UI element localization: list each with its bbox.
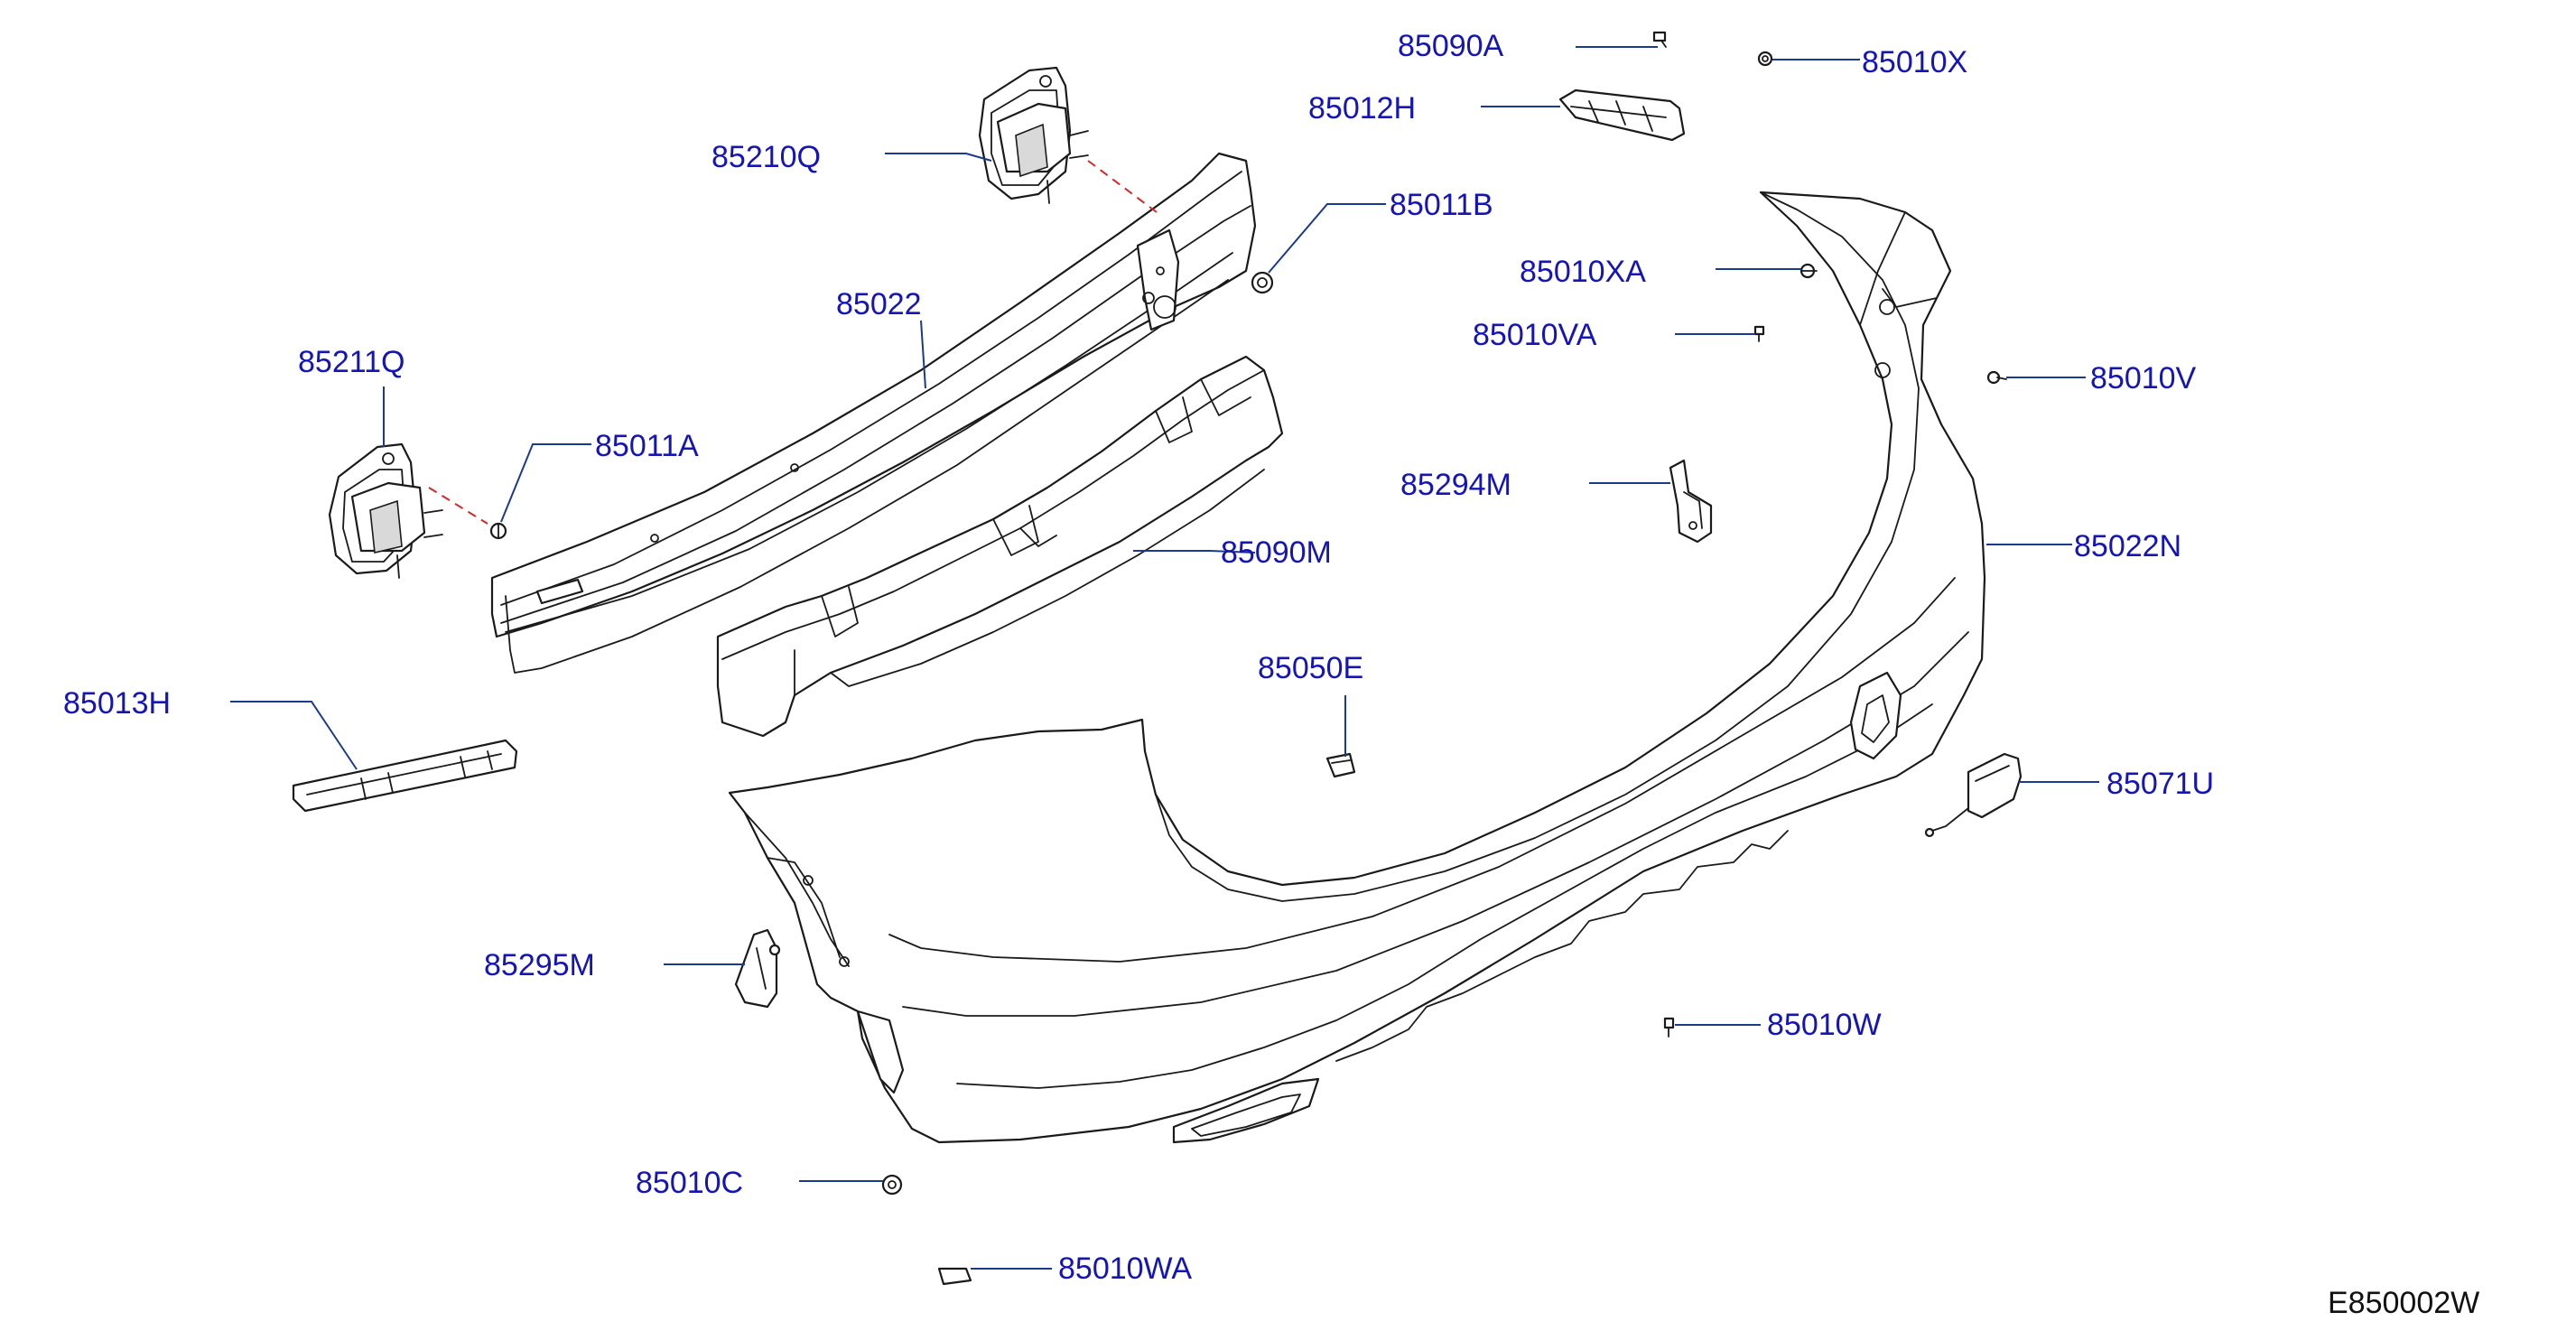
part-label-85012h[interactable]: 85012H [1308, 91, 1417, 126]
nut-85011b-drawing[interactable] [1251, 271, 1274, 294]
leader-85011b [1268, 203, 1386, 274]
tow-hook-cap-drawing[interactable] [1924, 752, 2023, 838]
bracket-85012h-drawing[interactable] [1558, 88, 1686, 142]
screw-85090a-drawing[interactable] [1652, 31, 1667, 48]
part-label-85090m[interactable]: 85090M [1221, 535, 1332, 570]
part-label-85211q[interactable]: 85211Q [298, 345, 405, 379]
bracket-85294m-drawing[interactable] [1669, 459, 1713, 544]
bumper-fascia-drawing[interactable] [728, 191, 1986, 1144]
part-label-85010wa[interactable]: 85010WA [1058, 1252, 1193, 1286]
screw-85010w-drawing[interactable] [1663, 1017, 1675, 1038]
part-label-85022n[interactable]: 85022N [2074, 529, 2182, 563]
part-label-85294m[interactable]: 85294M [1400, 468, 1511, 502]
bumper-reinforcement-drawing[interactable] [490, 152, 1257, 674]
clip-85010wa-drawing[interactable] [937, 1267, 972, 1286]
leader-lines [230, 46, 2099, 1270]
part-label-85295m[interactable]: 85295M [484, 948, 595, 982]
leader-85013h [230, 701, 358, 770]
part-label-85090a[interactable]: 85090A [1398, 29, 1504, 63]
part-label-85010w[interactable]: 85010W [1767, 1008, 1882, 1042]
part-label-85010va[interactable]: 85010VA [1473, 318, 1597, 352]
part-label-85011a[interactable]: 85011A [595, 429, 699, 463]
part-label-85050e[interactable]: 85050E [1258, 651, 1364, 685]
energy-absorber-drawing[interactable] [716, 355, 1284, 738]
nut-85010c-drawing[interactable] [881, 1174, 903, 1196]
clip-85010xa-drawing[interactable] [1799, 263, 1818, 279]
clip-85050e-drawing[interactable] [1325, 752, 1356, 778]
part-label-85010xa[interactable]: 85010XA [1520, 255, 1646, 289]
bracket-85295m-drawing[interactable] [734, 928, 781, 1009]
leader-85022 [920, 320, 926, 389]
part-label-85022[interactable]: 85022 [836, 287, 922, 321]
leader-85090m [1133, 550, 1256, 554]
diagram-code: E850002W [2328, 1286, 2480, 1320]
part-label-85071u[interactable]: 85071U [2106, 767, 2215, 801]
leader-85011a [500, 443, 591, 523]
part-label-85010c[interactable]: 85010C [636, 1166, 744, 1200]
nut-85010x-drawing[interactable] [1757, 51, 1773, 67]
part-label-85011b[interactable]: 85011B [1390, 188, 1493, 222]
bolt-85011a-drawing[interactable] [489, 522, 507, 540]
part-label-85010v[interactable]: 85010V [2090, 361, 2197, 395]
stay-bracket-lh-drawing[interactable] [328, 442, 488, 579]
part-label-85210q[interactable]: 85210Q [711, 140, 821, 174]
clip-85010v-drawing[interactable] [1986, 370, 2007, 385]
screw-85010va-drawing[interactable] [1753, 325, 1765, 342]
leader-85210q [885, 153, 992, 162]
part-label-85013h[interactable]: 85013H [63, 686, 172, 721]
bracket-85013h-drawing[interactable] [292, 739, 518, 813]
stay-bracket-rh-drawing[interactable] [978, 66, 1161, 216]
part-label-85010x[interactable]: 85010X [1862, 45, 1968, 79]
